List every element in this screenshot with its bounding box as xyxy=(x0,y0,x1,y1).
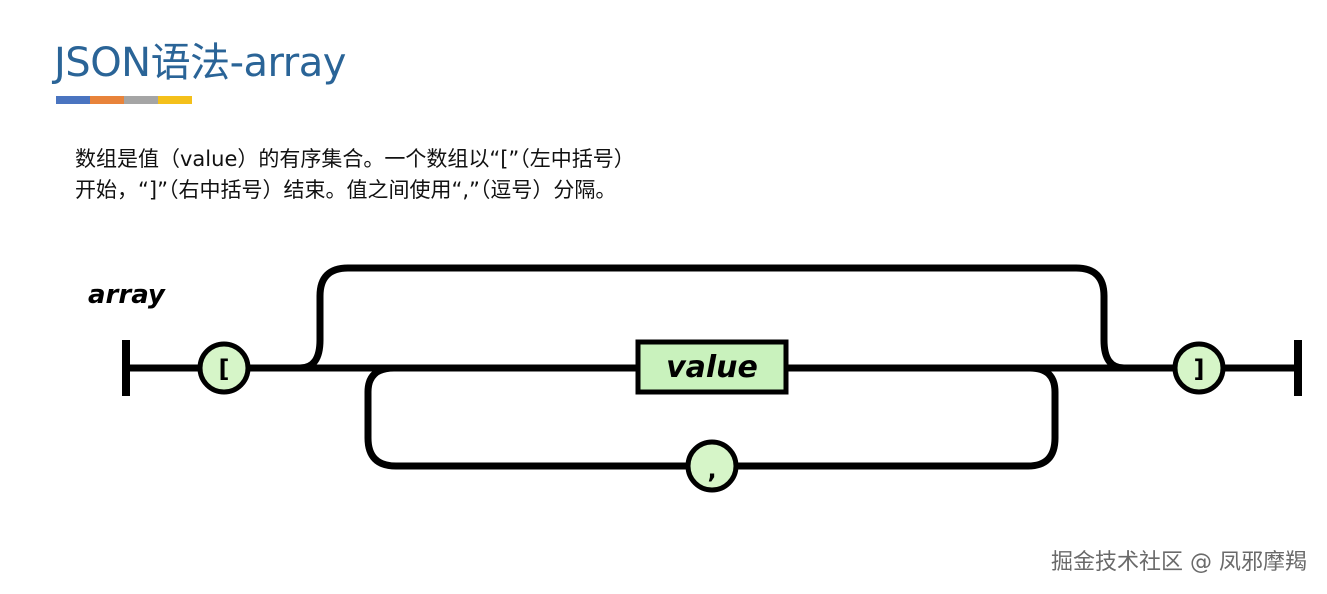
value-label: value xyxy=(666,350,758,385)
empty-array-bypass-track xyxy=(299,264,1125,372)
description-line-1: 数组是值（value）的有序集合。一个数组以“[”（左中括号） xyxy=(75,147,635,171)
close-bracket-node: ] xyxy=(1172,341,1226,395)
comma-symbol: , xyxy=(707,456,716,484)
open-bracket-symbol: [ xyxy=(219,355,230,383)
close-bracket-symbol: ] xyxy=(1194,355,1205,383)
diagram-label: array xyxy=(88,280,166,310)
accent-segment-yellow xyxy=(158,96,192,104)
open-bracket-node: [ xyxy=(197,341,251,395)
accent-segment-orange xyxy=(90,96,124,104)
accent-segment-blue xyxy=(56,96,90,104)
title-accent-bar xyxy=(56,96,192,104)
comma-node: , xyxy=(685,439,739,493)
description-line-2: 开始，“]”（右中括号）结束。值之间使用“,”（逗号）分隔。 xyxy=(75,178,617,202)
page-title: JSON语法-array xyxy=(54,40,346,86)
accent-segment-gray xyxy=(124,96,158,104)
watermark: 掘金技术社区 @ 凤邪摩羯 xyxy=(1051,550,1307,575)
value-node: value xyxy=(635,339,789,395)
description: 数组是值（value）的有序集合。一个数组以“[”（左中括号） 开始，“]”（右… xyxy=(75,144,775,206)
